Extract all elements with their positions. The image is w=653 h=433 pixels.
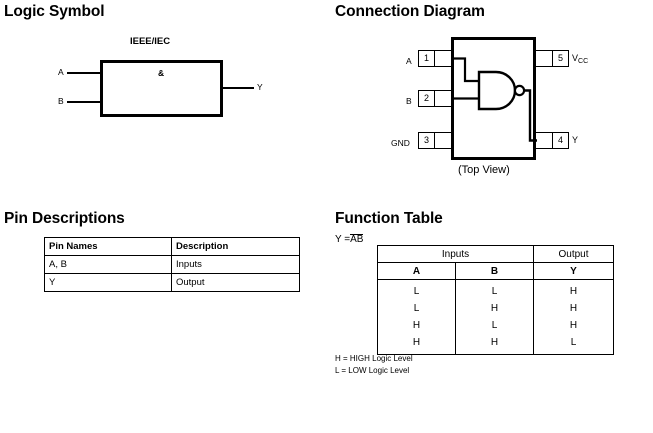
pin-1-number: 1 <box>419 51 435 66</box>
pin-desc-row-1-names: Y <box>44 273 172 292</box>
table-row: H H L <box>378 334 614 355</box>
func-row-0-a: L <box>413 286 420 297</box>
logic-symbol-output-wire <box>223 86 254 89</box>
equation-right-side-overbar: AB <box>350 234 364 245</box>
pin-desc-col-header-description: Description <box>171 237 300 256</box>
pin-desc-col-header-names: Pin Names <box>44 237 172 256</box>
func-table-signal-header-y: Y <box>533 262 614 280</box>
pin-3-number: 3 <box>419 133 435 148</box>
pin-3-lead <box>435 133 451 148</box>
pin-desc-row-0-description: Inputs <box>171 255 300 274</box>
pin-4-lead <box>536 133 552 148</box>
pin-2-name-label: B <box>406 96 412 106</box>
func-row-2-y: H <box>533 317 614 334</box>
func-table-signal-header-b: B <box>455 262 534 280</box>
nand-input-a-trace <box>451 57 479 83</box>
pin-3-name-label: GND <box>391 138 410 148</box>
func-row-3-a: H <box>412 337 421 348</box>
pin-2-box: 2 <box>418 90 452 107</box>
func-row-1-y: H <box>533 300 614 317</box>
pin-1-lead <box>435 51 451 66</box>
logic-symbol-and-operator: & <box>158 68 165 78</box>
pin-1-box: 1 <box>418 50 452 67</box>
pin-descriptions-heading: Pin Descriptions <box>4 210 125 227</box>
func-row-3-y: L <box>533 334 614 355</box>
ieee-iec-standard-label: IEEE/IEC <box>130 36 171 47</box>
internal-nand-gate-schematic <box>451 57 537 142</box>
logic-symbol-gate-box <box>100 60 223 117</box>
footnote-high-level: H = HIGH Logic Level <box>335 354 413 363</box>
pin-5-lead <box>536 51 552 66</box>
func-table-signal-header-a: A <box>377 262 456 280</box>
connection-diagram-heading: Connection Diagram <box>335 3 485 20</box>
top-view-label: (Top View) <box>458 164 510 176</box>
func-table-group-header-output: Output <box>533 245 614 263</box>
pin-3-box: 3 <box>418 132 452 149</box>
func-row-2-b: L <box>455 317 534 334</box>
nand-inversion-bubble <box>513 84 526 97</box>
func-row-3-b: H <box>455 334 534 355</box>
pin-5-name-subscript: CC <box>578 58 589 65</box>
pin-4-name-base: Y <box>572 135 579 145</box>
boolean-equation: Y =AB <box>335 234 364 246</box>
pin-desc-row-0-names: A, B <box>44 255 172 274</box>
func-table-group-header-inputs: Inputs <box>377 245 534 263</box>
logic-symbol-input-b-wire <box>67 100 101 103</box>
logic-symbol-output-y-label: Y <box>257 82 263 92</box>
nand-output-trace <box>524 89 537 142</box>
func-row-1-b: H <box>455 300 534 317</box>
pin-desc-row-1-description: Output <box>171 273 300 292</box>
pin-4-name-label: Y <box>572 136 578 145</box>
table-row: Y Output <box>44 273 300 292</box>
func-row-1-a: L <box>413 303 420 314</box>
table-header-row: Pin Names Description <box>44 237 300 256</box>
logic-symbol-heading: Logic Symbol <box>4 3 105 20</box>
func-row-2-a: H <box>412 320 421 331</box>
pin-5-name-base: V <box>572 53 579 63</box>
pin-4-number: 4 <box>552 133 568 148</box>
pin-5-number: 5 <box>552 51 568 66</box>
pin-5-name-label: VCC <box>572 53 589 66</box>
pin-4-box: 4 <box>535 132 569 149</box>
equation-left-side: Y = <box>335 234 351 245</box>
logic-symbol-input-a-wire <box>67 71 101 74</box>
func-row-0-b: L <box>455 279 534 300</box>
function-table-heading: Function Table <box>335 210 443 227</box>
logic-symbol-input-b-label: B <box>58 96 64 106</box>
pin-2-number: 2 <box>419 91 435 106</box>
table-group-header-row: Inputs Output <box>377 245 614 263</box>
table-row: L H H <box>378 300 614 317</box>
pin-1-name-label: A <box>406 56 412 66</box>
table-signal-header-row: A B Y <box>377 262 614 280</box>
table-row: H L H <box>378 317 614 334</box>
logic-symbol-input-a-label: A <box>58 67 64 77</box>
pin-descriptions-table: Pin Names Description A, B Inputs Y Outp… <box>44 237 300 292</box>
table-row: A, B Inputs <box>44 255 300 274</box>
func-row-0-y: H <box>533 279 614 300</box>
nand-gate-body <box>477 70 517 111</box>
table-row: L L H <box>378 279 614 300</box>
function-truth-table: Inputs Output A B Y L L H L H H H L H H … <box>377 245 614 355</box>
footnote-low-level: L = LOW Logic Level <box>335 366 410 375</box>
pin-2-lead <box>435 91 451 106</box>
pin-5-box: 5 <box>535 50 569 67</box>
